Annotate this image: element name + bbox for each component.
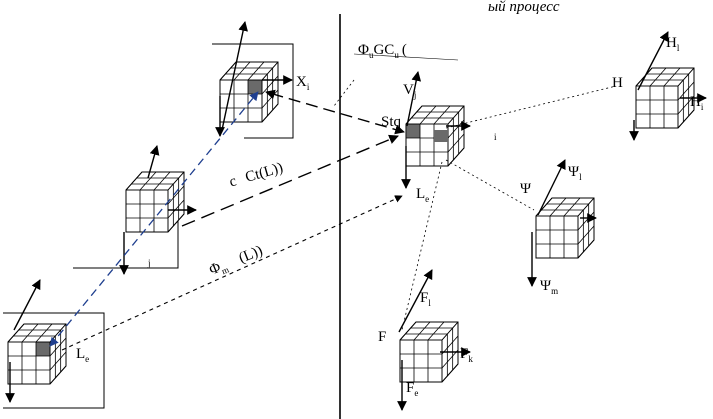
axes-bottom-left <box>5 279 41 403</box>
connector-top-label <box>333 79 355 107</box>
cube-f <box>399 321 459 383</box>
label-le-left: Le <box>76 346 89 364</box>
label-stq: Stq <box>381 114 402 130</box>
label-psi-m: Ψm <box>540 278 558 296</box>
label-relation-top: ΦuGCu( <box>358 42 407 60</box>
label-hl: Hl <box>666 35 680 53</box>
connector-h <box>445 85 617 129</box>
label-hi: Hi <box>690 94 704 112</box>
connector-f <box>401 161 443 331</box>
label-j: j <box>147 258 151 268</box>
cube-middle-left <box>125 171 185 233</box>
relation-bottom-arrow <box>61 195 403 351</box>
cube-bottom-left <box>7 323 67 385</box>
cubes-layer <box>7 61 695 385</box>
cube-center-highlight <box>434 130 448 142</box>
label-center-i: i <box>494 132 497 142</box>
connector-psi <box>445 159 535 211</box>
cube-h <box>635 67 695 129</box>
label-le-center: Le <box>416 186 429 204</box>
axes-psi <box>527 159 597 287</box>
cube-psi <box>535 197 595 259</box>
label-psi-l: Ψl <box>568 164 582 182</box>
label-vj: Vj <box>403 82 416 100</box>
header-title-fragment: ый процесс <box>488 0 560 15</box>
axes-f <box>397 269 471 411</box>
axes-h <box>629 31 707 141</box>
label-fl: Fl <box>420 290 431 308</box>
axes-center <box>401 71 471 189</box>
label-relation-bottom: Φm(L)) <box>207 243 266 281</box>
label-box-top <box>353 53 459 61</box>
label-f-name: F <box>378 329 386 345</box>
relation-top-arrow <box>265 89 405 135</box>
label-xi: Xi <box>296 74 310 92</box>
label-psi-name: Ψ <box>520 181 532 197</box>
cube-top-left <box>219 61 279 123</box>
label-relation-bottom-group: Φm(L)) <box>207 243 266 281</box>
relation-middle-arrow <box>181 134 399 227</box>
label-fe: Fe <box>406 380 418 398</box>
relation-blue-arrow <box>49 91 259 347</box>
label-fk: Fk <box>460 346 473 364</box>
label-h-name: H <box>612 75 623 91</box>
